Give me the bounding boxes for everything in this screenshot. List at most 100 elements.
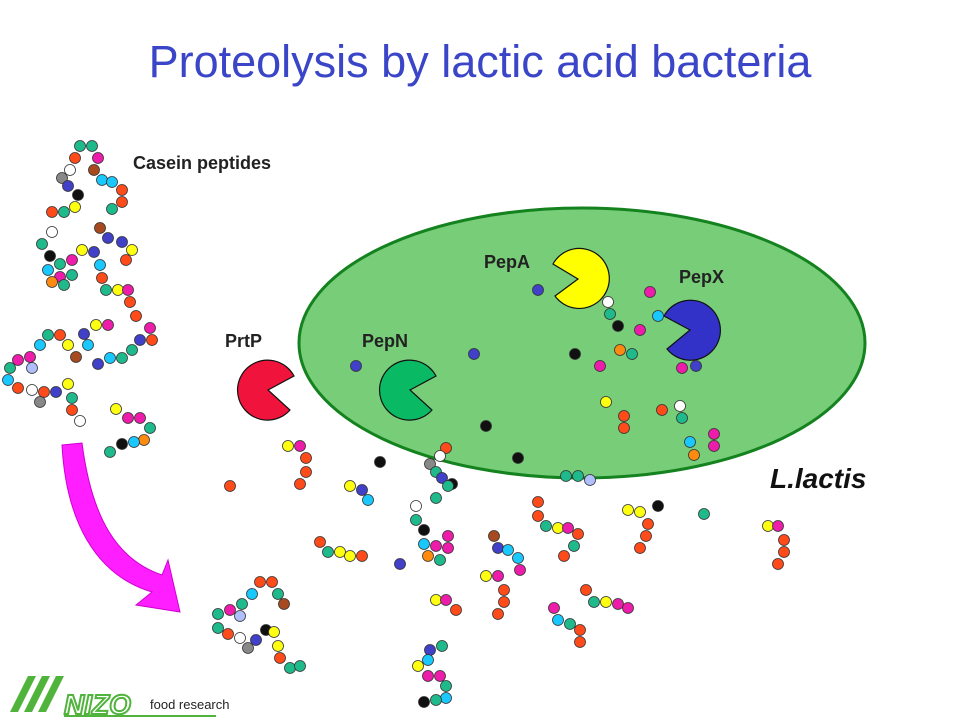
amino-acid-bead: [134, 334, 146, 346]
amino-acid-bead: [634, 506, 646, 518]
amino-acid-bead: [498, 596, 510, 608]
amino-acid-bead: [572, 470, 584, 482]
amino-acid-bead: [110, 403, 122, 415]
amino-acid-bead: [212, 608, 224, 620]
amino-acid-bead: [356, 550, 368, 562]
amino-acid-bead: [4, 362, 16, 374]
amino-acid-bead: [698, 508, 710, 520]
amino-acid-bead: [580, 584, 592, 596]
amino-acid-bead: [122, 412, 134, 424]
species-label: L.lactis: [770, 463, 867, 494]
amino-acid-bead: [612, 320, 624, 332]
amino-acid-bead: [362, 494, 374, 506]
amino-acid-bead: [600, 596, 612, 608]
amino-acid-bead: [434, 670, 446, 682]
amino-acid-bead: [76, 244, 88, 256]
amino-acid-bead: [300, 466, 312, 478]
amino-acid-bead: [282, 440, 294, 452]
amino-acid-bead: [294, 660, 306, 672]
amino-acid-bead: [644, 286, 656, 298]
amino-acid-bead: [54, 258, 66, 270]
amino-acid-bead: [86, 140, 98, 152]
amino-acid-bead: [344, 550, 356, 562]
amino-acid-bead: [424, 458, 436, 470]
amino-acid-bead: [284, 662, 296, 674]
amino-acid-bead: [568, 540, 580, 552]
amino-acid-bead: [674, 400, 686, 412]
amino-acid-bead: [440, 594, 452, 606]
amino-acid-bead: [314, 536, 326, 548]
amino-acid-bead: [42, 329, 54, 341]
amino-acid-bead: [66, 269, 78, 281]
amino-acid-bead: [88, 164, 100, 176]
amino-acid-bead: [356, 484, 368, 496]
nizo-logo: NIZO: [10, 676, 216, 720]
amino-acid-bead: [24, 351, 36, 363]
amino-acid-beads: [2, 140, 790, 708]
amino-acid-bead: [564, 618, 576, 630]
amino-acid-bead: [116, 184, 128, 196]
prtp-label: PrtP: [225, 331, 263, 351]
amino-acid-bead: [116, 438, 128, 450]
amino-acid-bead: [62, 339, 74, 351]
amino-acid-bead: [146, 334, 158, 346]
amino-acid-bead: [436, 472, 448, 484]
amino-acid-bead: [224, 480, 236, 492]
amino-acid-bead: [212, 622, 224, 634]
amino-acid-bead: [652, 310, 664, 322]
amino-acid-bead: [58, 279, 70, 291]
amino-acid-bead: [778, 534, 790, 546]
amino-acid-bead: [138, 434, 150, 446]
amino-acid-bead: [122, 284, 134, 296]
pepn-label: PepN: [362, 331, 409, 351]
amino-acid-bead: [772, 520, 784, 532]
amino-acid-bead: [246, 588, 258, 600]
amino-acid-bead: [254, 576, 266, 588]
amino-acid-bead: [62, 180, 74, 192]
amino-acid-bead: [294, 440, 306, 452]
amino-acid-bead: [34, 396, 46, 408]
amino-acid-bead: [634, 542, 646, 554]
amino-acid-bead: [440, 680, 452, 692]
amino-acid-bead: [46, 206, 58, 218]
amino-acid-bead: [540, 520, 552, 532]
amino-acid-bead: [418, 538, 430, 550]
amino-acid-bead: [278, 598, 290, 610]
amino-acid-bead: [552, 522, 564, 534]
amino-acid-bead: [422, 550, 434, 562]
amino-acid-bead: [440, 692, 452, 704]
amino-acid-bead: [266, 576, 278, 588]
amino-acid-bead: [584, 474, 596, 486]
amino-acid-bead: [560, 470, 572, 482]
amino-acid-bead: [350, 360, 362, 372]
amino-acid-bead: [410, 500, 422, 512]
pepa-label: PepA: [484, 252, 531, 272]
amino-acid-bead: [46, 226, 58, 238]
amino-acid-bead: [772, 558, 784, 570]
amino-acid-bead: [656, 404, 668, 416]
amino-acid-bead: [72, 189, 84, 201]
amino-acid-bead: [374, 456, 386, 468]
amino-acid-bead: [104, 446, 116, 458]
amino-acid-bead: [634, 324, 646, 336]
amino-acid-bead: [574, 636, 586, 648]
amino-acid-bead: [82, 339, 94, 351]
amino-acid-bead: [422, 654, 434, 666]
amino-acid-bead: [502, 544, 514, 556]
amino-acid-bead: [236, 598, 248, 610]
amino-acid-bead: [56, 172, 68, 184]
amino-acid-bead: [116, 196, 128, 208]
amino-acid-bead: [54, 329, 66, 341]
amino-acid-bead: [622, 504, 634, 516]
amino-acid-bead: [434, 450, 446, 462]
amino-acid-bead: [604, 308, 616, 320]
amino-acid-bead: [234, 632, 246, 644]
amino-acid-bead: [480, 420, 492, 432]
amino-acid-bead: [442, 542, 454, 554]
amino-acid-bead: [102, 232, 114, 244]
logo-stripe: [38, 676, 64, 712]
amino-acid-bead: [112, 284, 124, 296]
amino-acid-bead: [642, 518, 654, 530]
amino-acid-bead: [594, 360, 606, 372]
pepx-enzyme: [663, 299, 721, 361]
